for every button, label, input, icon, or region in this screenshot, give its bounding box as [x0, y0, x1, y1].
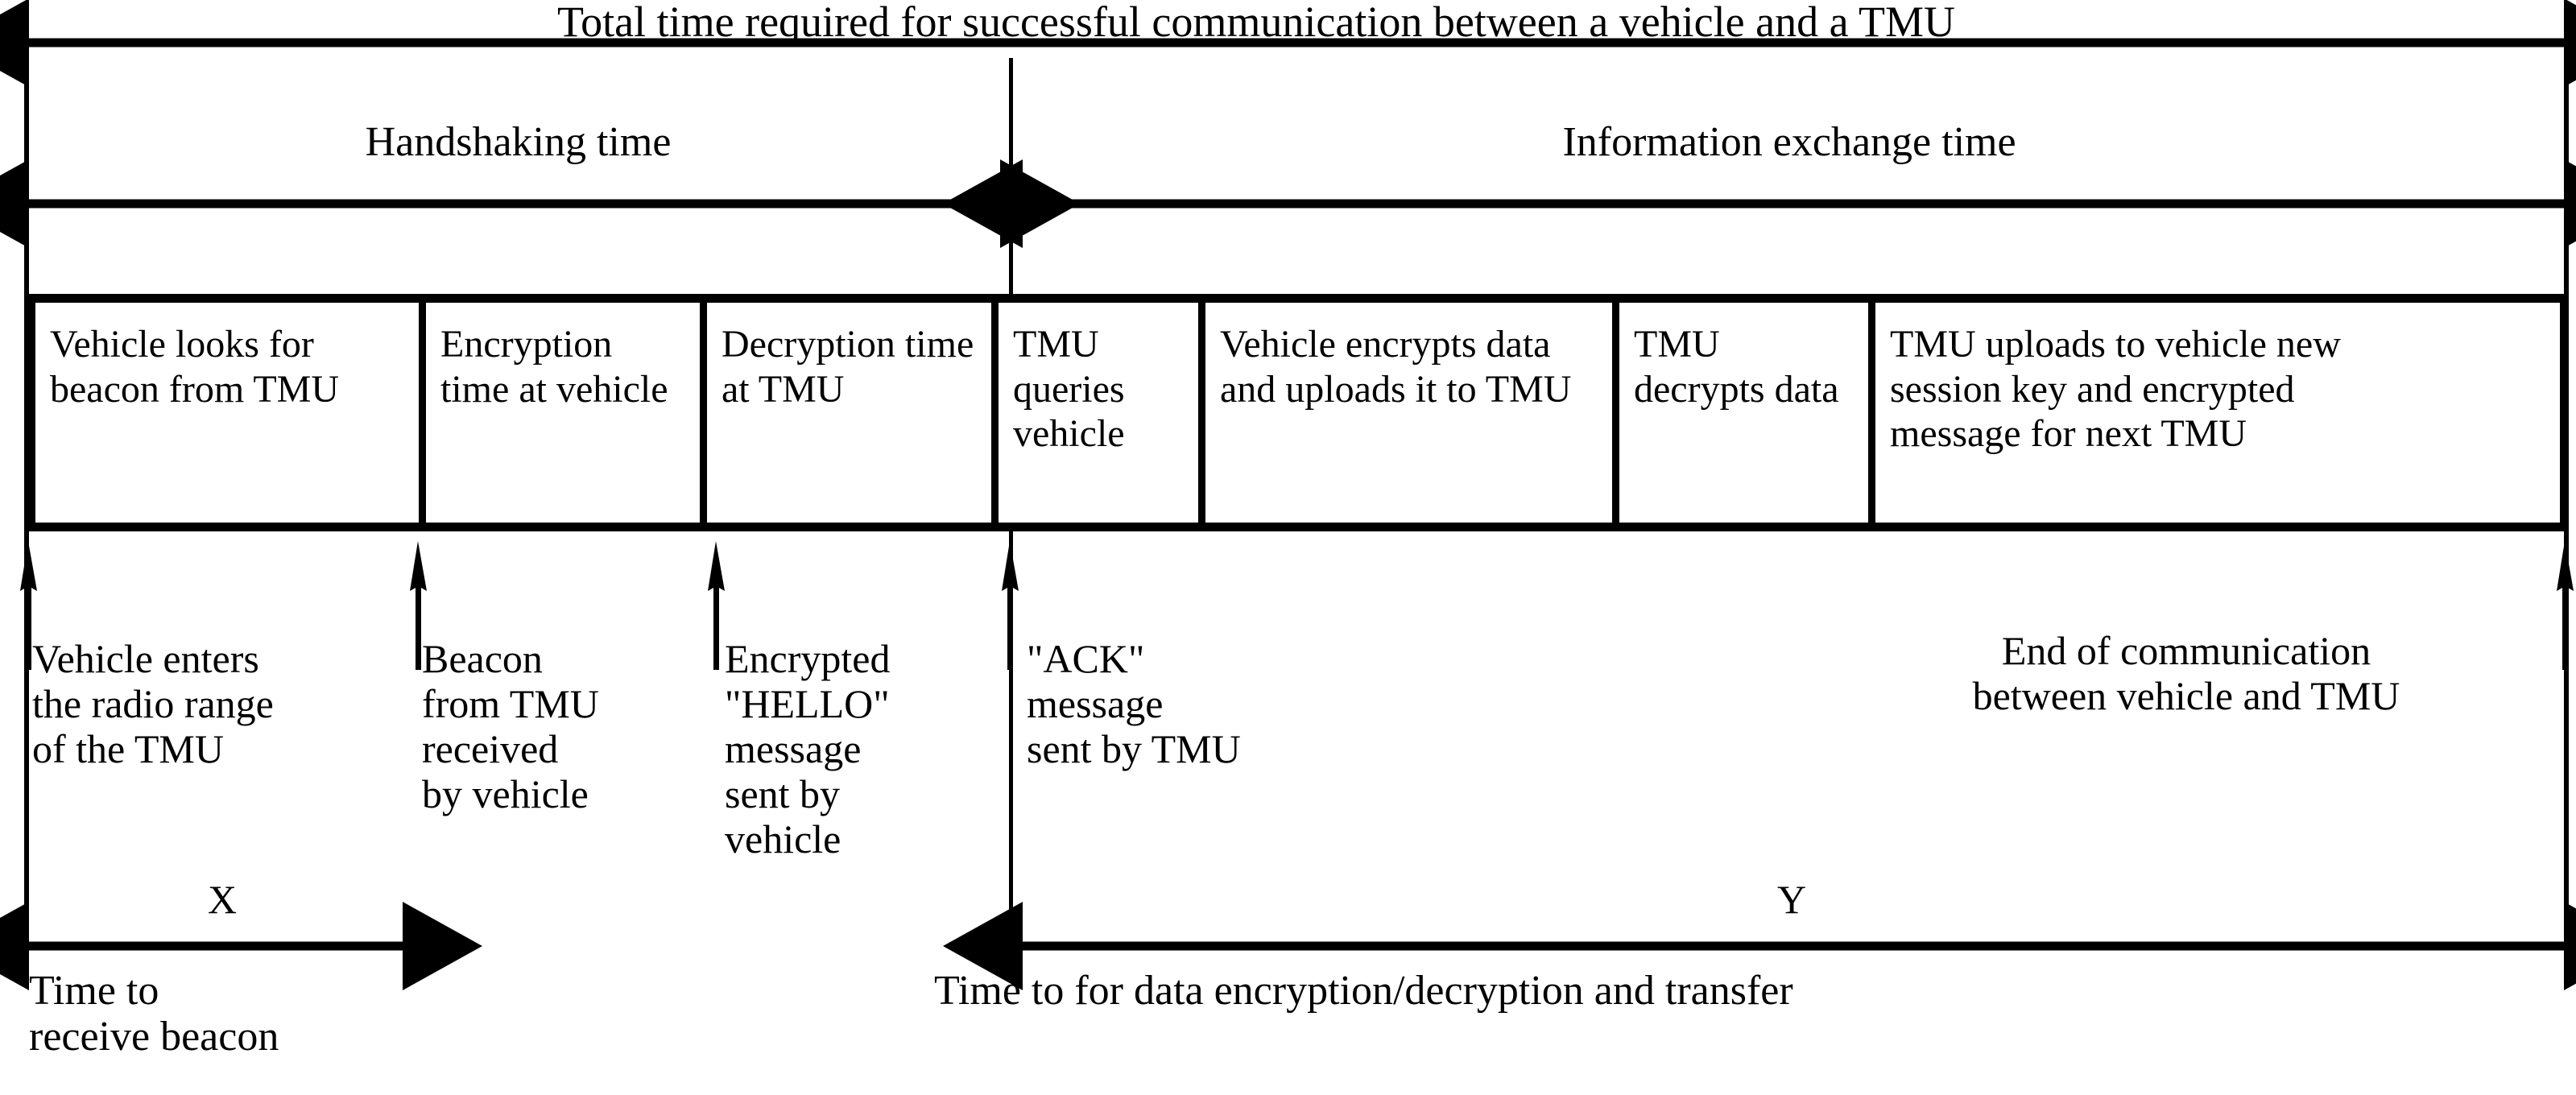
stage-cell-decryption-at-tmu[interactable]: Decryption time at TMU — [707, 303, 999, 523]
event-note-hello-sent: Encrypted "HELLO" message sent by vehicl… — [725, 636, 891, 862]
stage-label: Encryption time at vehicle — [440, 323, 668, 411]
interval-label-y: Time to for data encryption/decryption a… — [934, 968, 1793, 1014]
stage-label: Vehicle encrypts data and uploads it to … — [1220, 323, 1572, 411]
stage-label: TMU decrypts data — [1634, 323, 1839, 411]
stage-label: Vehicle looks for beacon from TMU — [50, 323, 340, 411]
stage-cell-tmu-uploads-session-key[interactable]: TMU uploads to vehicle new session key a… — [1875, 303, 2560, 523]
event-arrow-end-of-communication — [2557, 541, 2574, 670]
interval-symbol-y: Y — [1776, 877, 1807, 922]
interval-arrow-y — [943, 902, 2576, 990]
interval-symbol-x: X — [207, 877, 238, 922]
stage-label: Decryption time at TMU — [722, 323, 974, 411]
event-arrow-hello-sent — [708, 541, 725, 670]
event-note-vehicle-enters-range: Vehicle enters the radio range of the TM… — [32, 636, 274, 771]
information-exchange-time-arrow — [943, 159, 2576, 248]
information-exchange-time-label: Information exchange time — [1562, 119, 2016, 165]
event-arrow-beacon-received — [410, 541, 427, 670]
event-arrow-ack-sent — [1002, 541, 1019, 670]
stage-label: TMU queries vehicle — [1013, 323, 1125, 456]
stage-cell-vehicle-encrypts-uploads[interactable]: Vehicle encrypts data and uploads it to … — [1205, 303, 1619, 523]
total-time-arrow — [0, 0, 2576, 87]
handshaking-time-label: Handshaking time — [365, 119, 672, 165]
interval-label-x: Time to receive beacon — [29, 968, 279, 1060]
interval-arrow-x — [0, 902, 482, 990]
handshaking-time-arrow — [0, 159, 1080, 248]
stage-box-row: Vehicle looks for beacon from TMU Encryp… — [27, 294, 2569, 531]
event-note-end-of-communication: End of communication between vehicle and… — [1972, 628, 2400, 718]
stage-cell-vehicle-looks-for-beacon[interactable]: Vehicle looks for beacon from TMU — [35, 303, 426, 523]
stage-cell-tmu-decrypts-data[interactable]: TMU decrypts data — [1619, 303, 1875, 523]
event-note-ack-sent: "ACK" message sent by TMU — [1027, 636, 1241, 771]
event-arrow-vehicle-enters-range — [20, 541, 37, 670]
stage-cell-tmu-queries-vehicle[interactable]: TMU queries vehicle — [999, 303, 1205, 523]
stage-label: TMU uploads to vehicle new session key a… — [1890, 323, 2341, 456]
event-note-beacon-received: Beacon from TMU received by vehicle — [422, 636, 599, 816]
stage-cell-encryption-at-vehicle[interactable]: Encryption time at vehicle — [426, 303, 707, 523]
